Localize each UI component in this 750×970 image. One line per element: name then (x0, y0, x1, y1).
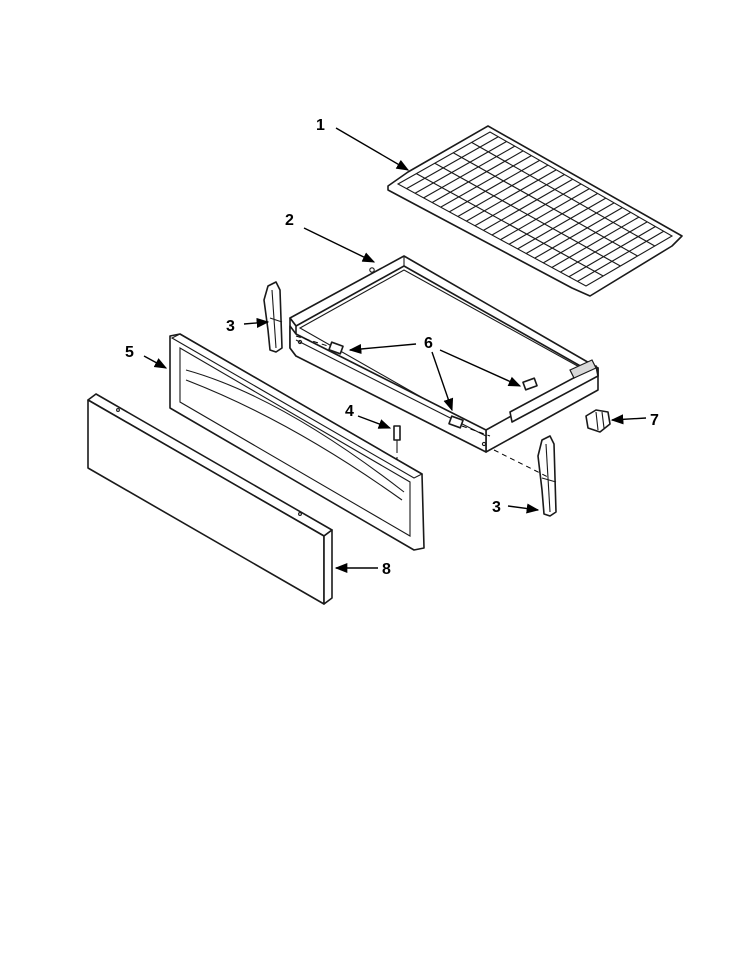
inner-front-panel (169, 333, 425, 551)
callout-rack: 1 (316, 117, 325, 134)
callout-inner-panel: 5 (125, 344, 134, 361)
oven-rack (387, 125, 683, 297)
callout-drawer: 2 (285, 212, 294, 229)
screw-right (522, 377, 538, 391)
drawer-clip (585, 409, 611, 433)
drawer-pin (393, 425, 401, 466)
callout-screws: 6 (424, 335, 433, 352)
leader-lines (143, 127, 647, 574)
drawer-slide-left (263, 281, 283, 353)
screw-left (295, 335, 344, 355)
screws (295, 335, 551, 479)
outer-front-panel (87, 393, 333, 605)
callout-pin: 4 (345, 403, 354, 420)
drawer-slide-right (537, 435, 557, 517)
callout-labels: 1 2 3 3 4 5 6 7 8 (125, 117, 659, 578)
callout-clip: 7 (650, 412, 659, 429)
drawer-body (289, 255, 599, 453)
callout-slide-right: 3 (492, 499, 501, 516)
callout-front-panel: 8 (382, 561, 391, 578)
screw-front (448, 415, 491, 437)
callout-slide-left: 3 (226, 318, 235, 335)
